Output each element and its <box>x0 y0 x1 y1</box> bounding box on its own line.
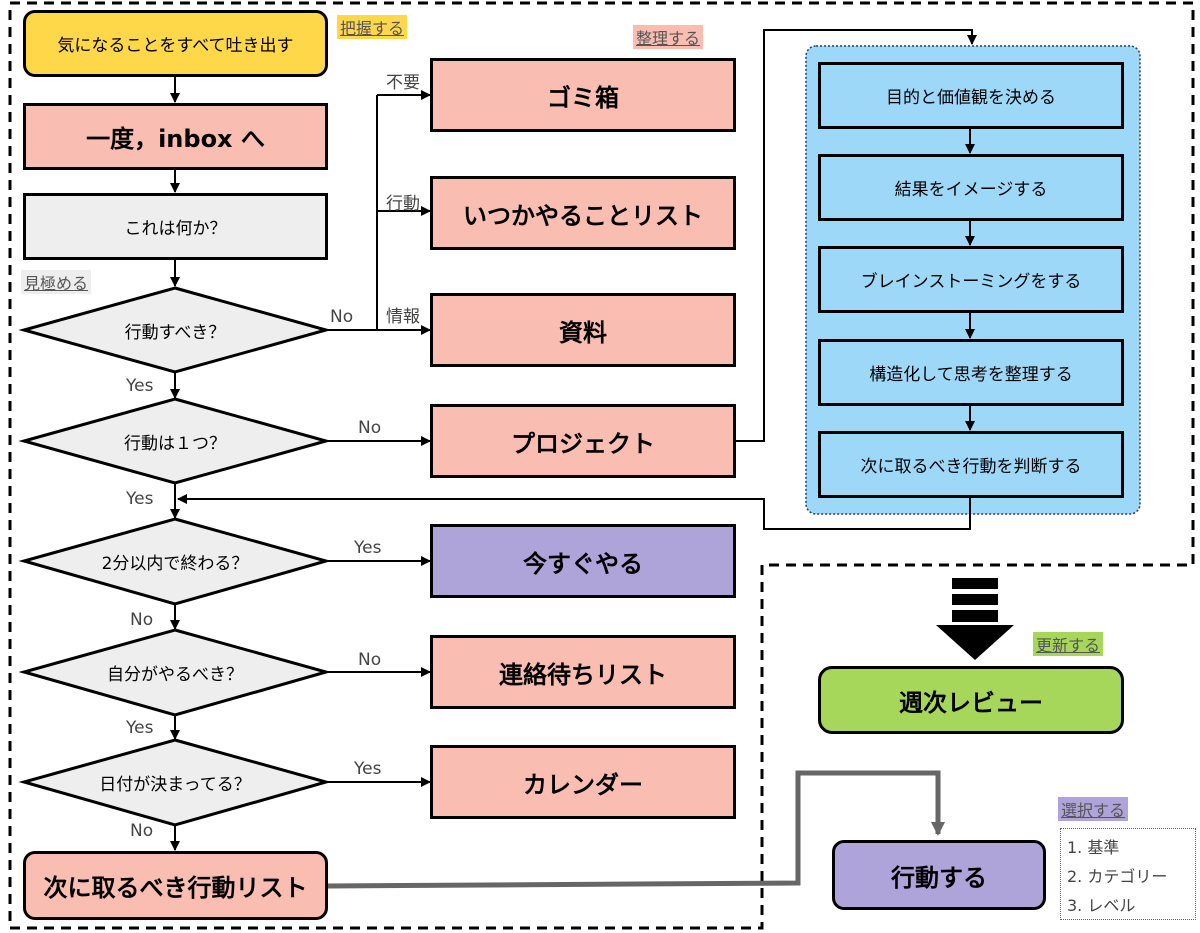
label-actionable-no: No <box>330 307 354 327</box>
next-action-list-box: 次に取るべき行動リスト <box>23 851 328 920</box>
label-two-minutes-no: No <box>130 610 154 630</box>
label-actionable-yes: Yes <box>126 376 154 396</box>
criteria-item-2: 2. カテゴリー <box>1067 867 1168 886</box>
decision-actionable-shape <box>18 286 332 374</box>
what-is-it-box: これは何か？ <box>23 193 328 260</box>
decision-two-minutes: 2分以内で終わる？ <box>101 554 249 574</box>
do-now-box: 今すぐやる <box>430 524 736 598</box>
capture-box: 気になることをすべて吐き出す <box>23 10 328 77</box>
planning-step-2: 結果をイメージする <box>818 154 1124 221</box>
planning-step-3: ブレインストーミングをする <box>818 246 1124 313</box>
decision-actionable: 行動すべき？ <box>124 322 226 343</box>
decision-single-action: 行動は１つ？ <box>124 433 226 454</box>
criteria-item-1: 1. 基準 <box>1067 838 1120 857</box>
tag-grasp: 把握する <box>337 15 408 39</box>
label-single-yes: Yes <box>126 489 154 509</box>
label-single-no: No <box>358 418 382 438</box>
inbox-box: 一度，inbox へ <box>23 103 328 170</box>
label-info: 情報 <box>386 307 420 327</box>
label-date-fixed-yes: Yes <box>354 759 382 779</box>
weekly-review-box: 週次レビュー <box>818 666 1124 734</box>
criteria-item-3: 3. レベル <box>1067 896 1136 915</box>
label-do-myself-no: No <box>358 650 382 670</box>
tag-update: 更新する <box>1033 632 1104 656</box>
label-date-fixed-no: No <box>130 821 154 841</box>
decision-two-minutes-shape <box>18 517 332 606</box>
calendar-box: カレンダー <box>430 745 736 819</box>
decision-do-myself-shape <box>18 628 332 717</box>
planning-step-4: 構造化して思考を整理する <box>818 339 1124 406</box>
planning-step-1: 目的と価値観を決める <box>818 62 1124 129</box>
decision-single-action-shape <box>18 397 332 485</box>
project-box: プロジェクト <box>430 404 736 478</box>
planning-step-5: 次に取るべき行動を判断する <box>818 431 1124 498</box>
reference-box: 資料 <box>430 293 736 367</box>
waiting-list-box: 連絡待ちリスト <box>430 635 736 709</box>
label-action: 行動 <box>386 194 420 214</box>
decision-do-myself: 自分がやるべき？ <box>107 665 243 685</box>
decision-date-fixed-shape <box>18 738 332 827</box>
label-unneeded: 不要 <box>386 73 420 93</box>
tag-select: 選択する <box>1058 797 1129 821</box>
decision-date-fixed: 日付が決まってる？ <box>99 775 251 795</box>
act-box: 行動する <box>832 840 1046 910</box>
label-two-minutes-yes: Yes <box>354 538 382 558</box>
trash-box: ゴミ箱 <box>430 58 736 132</box>
criteria-list: 1. 基準 2. カテゴリー 3. レベル <box>1060 828 1196 920</box>
weekly-review-arrow <box>936 578 1014 660</box>
tag-organize: 整理する <box>633 25 704 49</box>
label-do-myself-yes: Yes <box>126 718 154 738</box>
someday-list-box: いつかやることリスト <box>430 176 736 250</box>
tag-identify: 見極める <box>21 270 92 294</box>
